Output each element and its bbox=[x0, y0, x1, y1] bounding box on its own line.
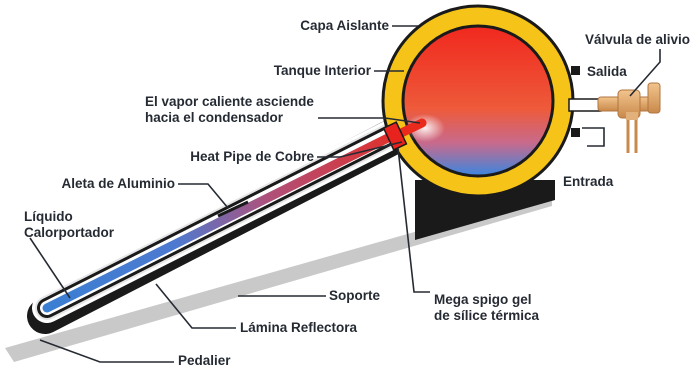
label-outlet: Salida bbox=[587, 64, 627, 79]
label-seal-line2: de sílice térmica bbox=[434, 308, 540, 323]
label-pedestal: Pedalier bbox=[178, 353, 231, 368]
valve-pipe bbox=[568, 98, 602, 112]
label-seal-line1: Mega spigo gel bbox=[434, 292, 532, 307]
inner-tank bbox=[401, 24, 555, 178]
evacuated-tube bbox=[27, 113, 425, 334]
label-reflector: Lámina Reflectora bbox=[240, 320, 358, 335]
label-fluid-line2: Calorportador bbox=[24, 225, 115, 240]
label-support: Soporte bbox=[329, 288, 380, 303]
label-vapor-line2: hacia el condensador bbox=[145, 110, 284, 125]
label-relief-valve: Válvula de alivio bbox=[585, 32, 690, 47]
tank-stand bbox=[415, 180, 555, 240]
label-heat-pipe: Heat Pipe de Cobre bbox=[190, 149, 314, 164]
vapor-glow bbox=[405, 114, 445, 142]
label-inner-tank: Tanque Interior bbox=[274, 63, 372, 78]
relief-valve bbox=[597, 82, 661, 153]
label-fluid-line1: Líquido bbox=[24, 209, 73, 224]
label-inlet: Entrada bbox=[563, 174, 614, 189]
inlet-tab bbox=[571, 128, 580, 137]
label-aluminum-fin: Aleta de Aluminio bbox=[61, 176, 175, 191]
label-insulation: Capa Aislante bbox=[300, 18, 389, 33]
leader-lines bbox=[29, 25, 661, 363]
label-vapor-line1: El vapor caliente asciende bbox=[145, 94, 314, 109]
outlet-tab bbox=[571, 66, 580, 75]
